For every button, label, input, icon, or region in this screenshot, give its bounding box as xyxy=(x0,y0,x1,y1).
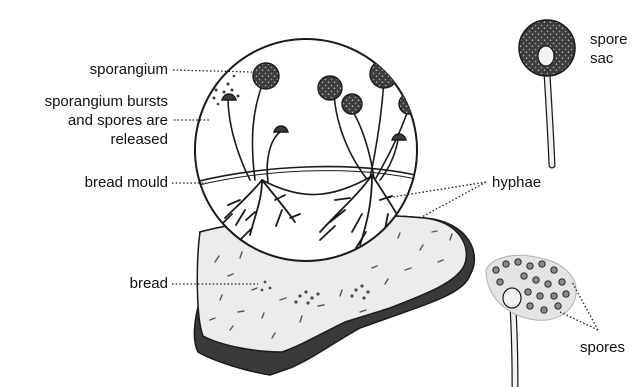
label-hyphae: hyphae xyxy=(492,173,541,192)
spore-sac-closeup xyxy=(519,20,575,165)
label-bread: bread xyxy=(130,274,168,293)
burst-spores-closeup xyxy=(486,255,576,386)
magnifier-lens xyxy=(195,39,420,261)
label-bread-mould: bread mould xyxy=(85,173,168,192)
label-spore-sac-1: spore xyxy=(590,30,628,49)
label-sporangium: sporangium xyxy=(90,60,168,79)
leader-spores-2 xyxy=(560,312,598,330)
label-sporangium-bursts-1: sporangium bursts xyxy=(45,92,168,111)
label-sporangium-bursts-3: released xyxy=(110,130,168,149)
label-sporangium-bursts-2: and spores are xyxy=(68,111,168,130)
label-spores: spores xyxy=(580,338,625,357)
label-spore-sac-2: sac xyxy=(590,49,613,68)
